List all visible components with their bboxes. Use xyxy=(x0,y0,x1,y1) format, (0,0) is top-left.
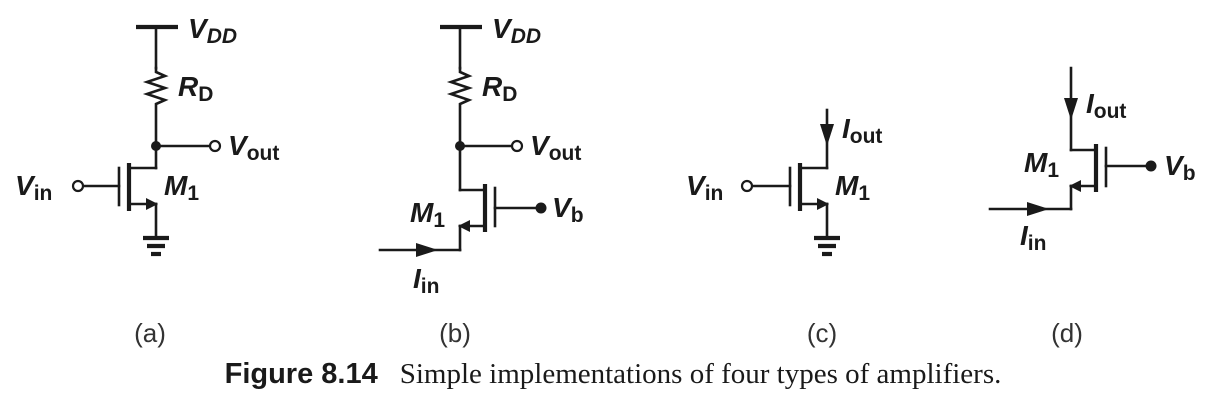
iin-arrow-d xyxy=(1027,202,1049,216)
m1-label-d: M1 xyxy=(1024,147,1059,182)
m1-label-b: M1 xyxy=(410,197,445,232)
ground-symbol-a xyxy=(143,235,169,257)
vout-label-b: Vout xyxy=(530,130,581,165)
circuit-diagram: VDD RD Vout Vin M1 VDD RD Vout M1 Vb Iin… xyxy=(15,13,1196,348)
vout-terminal-a xyxy=(208,139,222,153)
figure-caption: Figure 8.14 Simple implementations of fou… xyxy=(0,358,1226,391)
iout-label-d: Iout xyxy=(1086,88,1126,123)
figure-number: Figure 8.14 xyxy=(224,358,378,390)
vdd-label-b: VDD xyxy=(492,13,541,48)
vb-label-b: Vb xyxy=(552,192,584,227)
iout-arrow-c xyxy=(820,124,834,146)
circuit-b xyxy=(378,24,547,257)
panel-label-c: (c) xyxy=(807,318,837,348)
rd-label-b: RD xyxy=(482,71,517,106)
m1-label-a: M1 xyxy=(164,170,199,205)
circuit-c xyxy=(740,108,840,257)
ground-symbol-c xyxy=(814,235,840,257)
iout-arrow-d xyxy=(1064,98,1078,120)
vb-label-d: Vb xyxy=(1164,150,1196,185)
panel-label-d: (d) xyxy=(1051,318,1083,348)
source-arrow-c xyxy=(817,198,829,210)
iout-label-c: Iout xyxy=(842,113,882,148)
source-arrow-d xyxy=(1069,180,1081,192)
vin-terminal-c xyxy=(740,179,754,193)
iin-arrow-b xyxy=(416,243,438,257)
m1-label-c: M1 xyxy=(835,170,870,205)
panel-label-a: (a) xyxy=(134,318,166,348)
source-arrow-b xyxy=(458,220,470,232)
vb-terminal-b xyxy=(535,202,547,214)
vin-terminal-a xyxy=(71,179,85,193)
iin-label-b: Iin xyxy=(413,263,439,298)
resistor-rd-b xyxy=(446,66,474,148)
vb-terminal-d xyxy=(1145,160,1157,172)
panel-label-b: (b) xyxy=(439,318,471,348)
resistor-rd-a xyxy=(142,66,170,148)
iin-label-d: Iin xyxy=(1020,220,1046,255)
vin-label-c: Vin xyxy=(686,170,723,205)
rd-label-a: RD xyxy=(178,71,213,106)
vdd-label-a: VDD xyxy=(188,13,237,48)
circuit-d xyxy=(988,66,1157,216)
circuit-a xyxy=(71,24,222,257)
vin-label-a: Vin xyxy=(15,170,52,205)
caption-text: Simple implementations of four types of … xyxy=(399,358,1002,390)
source-arrow-a xyxy=(146,198,158,210)
vout-terminal-b xyxy=(510,139,524,153)
vout-label-a: Vout xyxy=(228,130,279,165)
